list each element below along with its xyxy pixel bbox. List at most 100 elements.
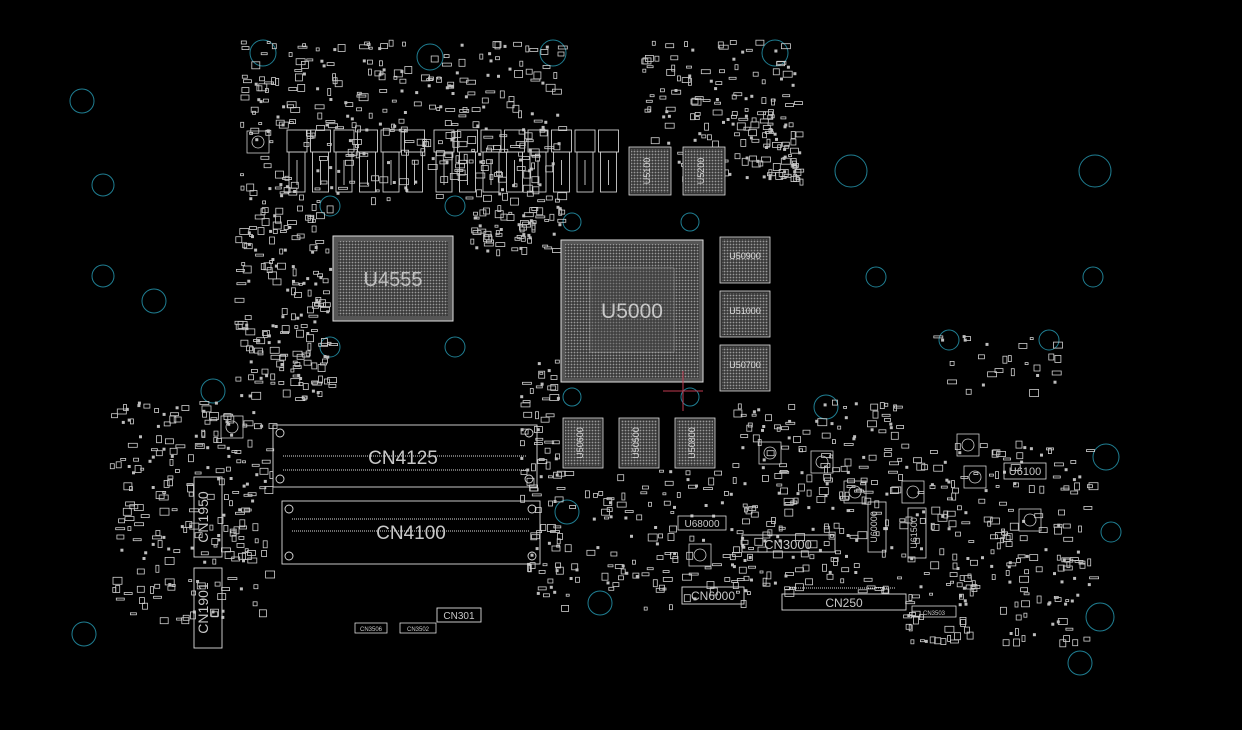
chip-u50900[interactable]: U50900 (719, 236, 771, 284)
passive-part (241, 552, 252, 560)
connector-cn301[interactable]: CN301 (436, 607, 482, 623)
passive-part (823, 541, 830, 546)
passive-part (897, 576, 902, 580)
passive-part (884, 417, 891, 422)
passive-part (187, 484, 194, 493)
connector-cn3503[interactable]: CN3503 (911, 605, 957, 618)
passive-part (839, 528, 845, 534)
passive-part (780, 487, 788, 495)
passive-part (542, 563, 548, 567)
passive-pad (728, 172, 732, 176)
chip-u60000[interactable]: U60000 (867, 501, 887, 553)
passive-part (311, 362, 318, 370)
passive-part (913, 616, 919, 625)
passive-pad (329, 98, 333, 101)
passive-part (1033, 364, 1041, 372)
passive-part (467, 136, 477, 144)
passive-part (1065, 627, 1074, 631)
chip-u68000[interactable]: U68000 (677, 515, 727, 531)
passive-part (483, 242, 494, 247)
passive-part (441, 62, 452, 67)
passive-part (807, 540, 818, 549)
passive-part (832, 399, 838, 406)
passive-part (995, 532, 1005, 539)
passive-pad (748, 556, 752, 559)
passive-part (860, 482, 866, 486)
passive-part (251, 463, 260, 467)
passive-part (676, 492, 681, 498)
passive-part (586, 549, 596, 556)
passive-part (134, 465, 142, 473)
connector-cn4100[interactable]: CN4100 (281, 500, 541, 565)
passive-pad (885, 492, 889, 496)
passive-part (954, 443, 961, 451)
connector-cn6000[interactable]: CN6000 (681, 586, 745, 605)
passive-pad (702, 538, 705, 542)
passive-pad (151, 486, 155, 489)
passive-part (297, 45, 308, 49)
passive-pad (818, 548, 822, 552)
passive-pad (439, 105, 443, 109)
chip-u51000[interactable]: U51000 (719, 290, 771, 338)
passive-pad (162, 412, 166, 416)
chip-u50500[interactable]: U50500 (618, 417, 660, 469)
passive-part (553, 72, 558, 79)
passive-part (669, 604, 673, 611)
passive-part (471, 107, 481, 112)
passive-pad (1025, 554, 1029, 558)
passive-pad (537, 362, 541, 366)
chip-u61500[interactable]: U61500 (907, 507, 927, 559)
chip-u6100[interactable]: U6100 (1003, 462, 1047, 480)
chip-u4555[interactable]: U4555 (332, 235, 454, 322)
passive-part (132, 538, 142, 542)
passive-part (533, 119, 543, 123)
passive-part (259, 486, 267, 490)
passive-part (738, 566, 747, 574)
passive-part (248, 374, 255, 381)
passive-pad (920, 547, 923, 551)
connector-cn1950[interactable]: CN1950 (193, 476, 223, 558)
passive-part (317, 112, 323, 120)
connector-cn250[interactable]: CN250 (781, 587, 907, 611)
passive-part (262, 331, 268, 339)
chip-u5200[interactable]: U5200 (682, 146, 726, 196)
passive-part (174, 469, 180, 473)
connector-cn3506[interactable]: CN3506 (354, 622, 388, 634)
passive-part (745, 48, 753, 52)
passive-part (258, 83, 268, 92)
connector-cn3000[interactable]: CN3000 (741, 534, 836, 553)
passive-pad (981, 556, 984, 560)
passive-part (856, 488, 863, 493)
passive-pad (1008, 580, 1012, 584)
passive-part (526, 477, 535, 486)
passive-part (545, 413, 555, 418)
chip-u5100[interactable]: U5100 (628, 146, 672, 196)
passive-part (992, 449, 1001, 456)
chip-u5000[interactable]: U5000 (560, 239, 704, 383)
passive-part (733, 409, 743, 418)
passive-part (495, 56, 500, 61)
passive-pad (330, 186, 334, 190)
chip-u50800[interactable]: U50800 (674, 417, 716, 469)
passive-part (210, 608, 219, 617)
passive-part (767, 529, 773, 537)
passive-part (552, 88, 562, 95)
mounting-hole (91, 173, 115, 197)
passive-part (784, 144, 790, 149)
passive-pad (745, 156, 749, 160)
passive-part (270, 373, 276, 381)
mosfet (574, 129, 596, 193)
passive-part (742, 518, 750, 525)
passive-pad (329, 166, 333, 170)
connector-cn4125[interactable]: CN4125 (272, 424, 538, 488)
chip-u50700[interactable]: U50700 (719, 344, 771, 392)
connector-cn3502[interactable]: CN3502 (399, 622, 437, 634)
connector-cn1901[interactable]: CN1901 (193, 567, 223, 649)
passive-part (751, 117, 757, 123)
passive-part (269, 140, 274, 144)
chip-u50600[interactable]: U50600 (562, 417, 604, 469)
passive-part (996, 542, 1001, 550)
passive-part (905, 601, 916, 605)
passive-part (919, 518, 926, 524)
